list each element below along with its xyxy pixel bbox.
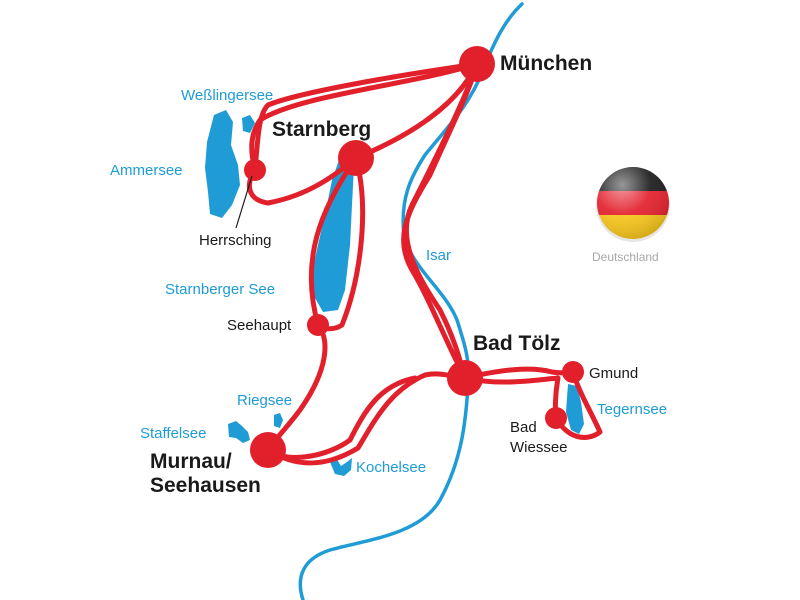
ammersee-lake <box>205 110 240 218</box>
tegernsee-label: Tegernsee <box>597 401 667 418</box>
bad-wiessee-label-line2: Wiessee <box>510 439 568 456</box>
staffelsee-lake <box>228 421 250 443</box>
staffelsee-label: Staffelsee <box>140 425 206 442</box>
starnberger-see-lake <box>312 160 354 312</box>
bad-toelz-stop-marker <box>447 360 483 396</box>
herrsching-label: Herrsching <box>199 232 272 249</box>
wesslingersee-label: Weßlingersee <box>181 87 273 104</box>
herrsching-stop-marker <box>244 159 266 181</box>
murnau-stop-marker <box>250 432 286 468</box>
isar-label: Isar <box>426 247 451 264</box>
herrsching-leader-line <box>235 175 253 229</box>
riegsee-label: Riegsee <box>237 392 292 409</box>
murnau-label-line2: Seehausen <box>150 474 261 497</box>
muenchen-stop-marker <box>459 46 495 82</box>
germany-flag-icon <box>596 167 670 242</box>
country-label: Deutschland <box>592 250 659 264</box>
wesslingersee-lake <box>242 115 255 133</box>
starnberger-see-label: Starnberger See <box>165 281 275 298</box>
seehaupt-label: Seehaupt <box>227 317 292 334</box>
bad-wiessee-stop-marker <box>545 407 567 429</box>
seehaupt-stop-marker <box>307 314 329 336</box>
bad-toelz-label: Bad Tölz <box>473 332 561 355</box>
riegsee-lake <box>274 413 283 428</box>
muenchen-label: München <box>500 52 592 75</box>
gmund-label: Gmund <box>589 365 638 382</box>
kochelsee-lake <box>330 458 352 476</box>
gmund-stop-marker <box>562 361 584 383</box>
tegernsee-lake <box>566 384 584 434</box>
starnberg-label: Starnberg <box>272 118 371 141</box>
murnau-label-line1: Murnau/ <box>150 450 232 473</box>
ammersee-label: Ammersee <box>110 162 183 179</box>
bad-wiessee-label-line1: Bad <box>510 419 537 436</box>
starnberg-stop-marker <box>338 140 374 176</box>
kochelsee-label: Kochelsee <box>356 459 426 476</box>
